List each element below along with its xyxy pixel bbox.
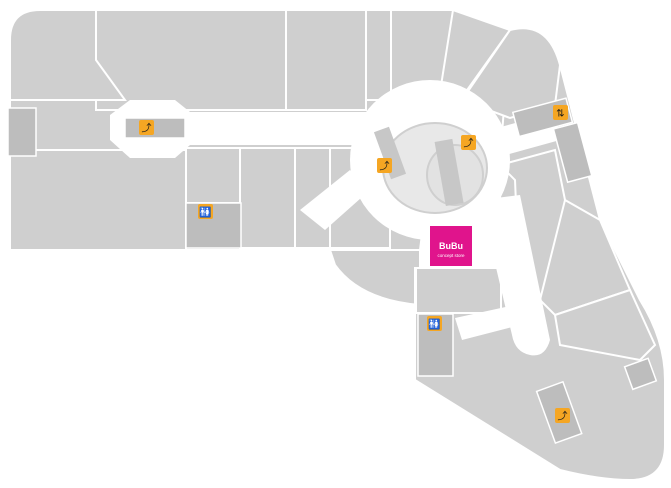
escalator-well: [124, 117, 186, 139]
escalator-icon[interactable]: ⤴: [139, 120, 154, 135]
store-unit[interactable]: [185, 147, 241, 204]
escalator-ramp: [373, 126, 407, 180]
southwest-link: [300, 170, 370, 230]
svg-text:⤴: ⤴: [464, 137, 474, 150]
restroom-icon[interactable]: 🚻: [427, 316, 442, 331]
restroom-block: [185, 202, 242, 249]
escalator-icon[interactable]: ⤴: [555, 408, 570, 423]
store-unit[interactable]: [553, 288, 657, 362]
south-corridor: [455, 305, 520, 340]
west-corridor: [110, 100, 370, 158]
store-unit[interactable]: [9, 9, 127, 101]
hub-lower: [328, 249, 421, 307]
svg-text:🚻: 🚻: [428, 318, 440, 331]
store-unit[interactable]: [9, 149, 187, 251]
store-unit[interactable]: [239, 147, 296, 249]
store-unit[interactable]: [95, 9, 287, 111]
elevator-icon[interactable]: ⇅: [553, 105, 568, 120]
restroom-icon[interactable]: 🚻: [198, 204, 213, 219]
escalator-icon[interactable]: ⤴: [377, 158, 392, 173]
escalator-icon[interactable]: ⤴: [461, 135, 476, 150]
store-logo-subtext: concept store: [437, 253, 465, 258]
svg-text:⇅: ⇅: [556, 109, 564, 120]
map-icons: ⤴ ⤴ ⤴ ⤴ ⇅ 🚻 🚻: [139, 105, 570, 423]
svg-text:🚻: 🚻: [199, 206, 211, 219]
store-logo-text: BuBu: [439, 241, 463, 251]
escalator-ramp: [434, 138, 464, 207]
store-unit[interactable]: [365, 9, 392, 101]
store-unit[interactable]: [285, 9, 367, 111]
svg-text:⤴: ⤴: [558, 410, 568, 423]
svg-text:⤴: ⤴: [380, 160, 390, 173]
southeast-corridor: [480, 195, 550, 356]
highlighted-store[interactable]: BuBu concept store: [430, 226, 472, 266]
service-block: [7, 107, 37, 157]
store-unit[interactable]: [415, 267, 502, 314]
service-block: [552, 121, 593, 184]
bubu-store[interactable]: [430, 226, 472, 266]
service-block: [623, 357, 658, 391]
svg-text:⤴: ⤴: [142, 122, 152, 135]
